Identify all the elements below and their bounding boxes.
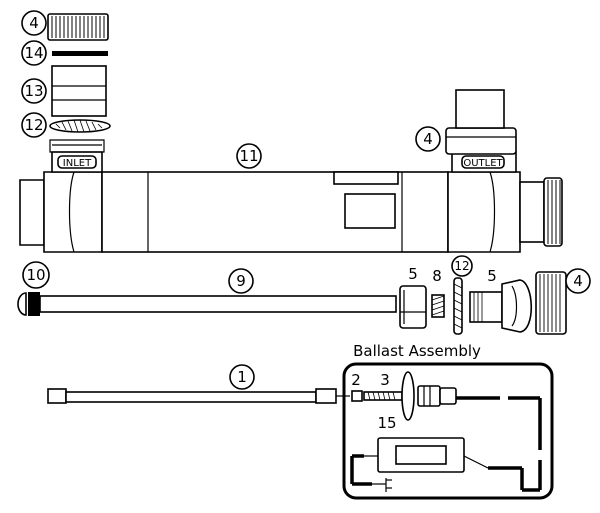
callout-11: 11 <box>236 143 262 169</box>
inlet-cap-stack <box>47 13 111 133</box>
callout-4-topleft: 4 <box>21 10 47 36</box>
outlet-nut <box>445 127 517 155</box>
callout-4-right: 4 <box>565 268 591 294</box>
label-2: 2 <box>351 371 361 389</box>
label-3: 3 <box>380 371 390 389</box>
compression-fitting-right <box>469 279 532 333</box>
callout-9: 9 <box>228 268 254 294</box>
power-plug-icon <box>372 478 392 492</box>
sleeve-end-cap <box>28 292 40 316</box>
outlet-label: OUTLET <box>463 158 503 169</box>
knurled-cap-right <box>535 271 567 335</box>
uv-lamp-tube <box>65 391 317 403</box>
label-5-right: 5 <box>487 267 497 285</box>
spring-washer-right <box>453 277 463 335</box>
svg-text:4: 4 <box>573 272 583 290</box>
spring-washer-top <box>49 119 111 133</box>
ballast-assembly-title: Ballast Assembly <box>353 342 481 360</box>
knurled-cap-top-left <box>47 13 109 41</box>
svg-text:12: 12 <box>454 259 469 273</box>
svg-text:13: 13 <box>24 82 43 100</box>
callout-1: 1 <box>229 364 255 390</box>
callout-12-right: 12 <box>451 255 473 277</box>
callout-13: 13 <box>21 78 47 104</box>
svg-text:1: 1 <box>237 368 247 386</box>
uv-housing-main-body: INLET OUTLET <box>19 89 563 253</box>
quartz-sleeve-assembly <box>17 292 397 316</box>
svg-text:9: 9 <box>236 272 246 290</box>
svg-text:14: 14 <box>24 44 43 62</box>
callout-10: 10 <box>22 261 50 289</box>
inlet-label: INLET <box>63 158 92 169</box>
ballast-unit <box>364 437 489 473</box>
o-ring-part-8 <box>431 294 445 318</box>
inlet-label-plate <box>57 155 97 169</box>
knurl-lines-cap <box>51 16 105 38</box>
svg-text:4: 4 <box>29 14 39 32</box>
sleeve-block <box>51 65 107 117</box>
mount-bracket-top <box>333 171 399 185</box>
compression-nut-left <box>399 285 427 329</box>
callout-14: 14 <box>21 40 47 66</box>
ballast-connector-parts <box>351 371 457 421</box>
label-15: 15 <box>377 414 396 432</box>
label-5-left: 5 <box>408 265 418 283</box>
svg-text:12: 12 <box>24 116 43 134</box>
uv-lamp <box>47 388 350 404</box>
callout-4-outlet: 4 <box>415 126 441 152</box>
flat-gasket-bar <box>52 51 108 56</box>
ballast-assembly-frame <box>342 362 554 500</box>
outlet-cap-tube <box>455 89 505 129</box>
outlet-label-plate <box>461 155 505 169</box>
threaded-right-end <box>543 177 563 247</box>
label-8: 8 <box>432 267 442 285</box>
svg-text:11: 11 <box>239 147 258 165</box>
left-end-fitting <box>19 179 45 246</box>
mount-bracket-plate <box>344 193 396 229</box>
svg-text:10: 10 <box>26 266 45 284</box>
callout-12-topleft: 12 <box>21 112 47 138</box>
svg-text:4: 4 <box>423 130 433 148</box>
ballast-cable <box>350 396 542 492</box>
quartz-sleeve <box>39 295 397 313</box>
